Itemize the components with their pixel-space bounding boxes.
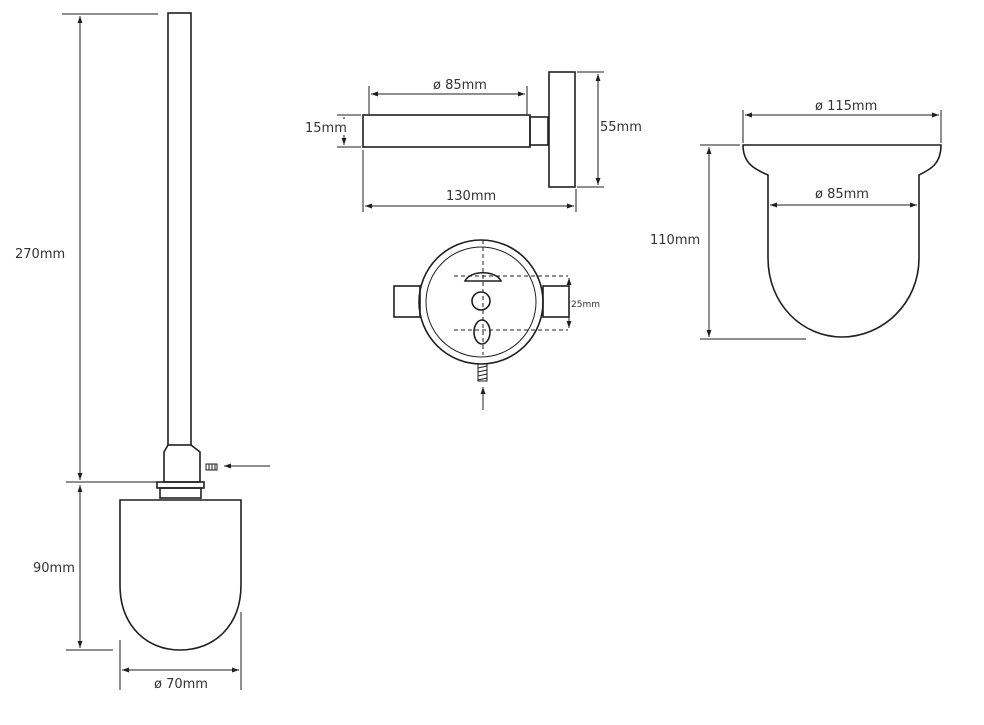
keyhole-slot-bottom [473, 319, 491, 345]
toilet-brush-view: 270mm 90mm ø 70mm [12, 12, 270, 692]
dim-label-screw-spacing: 25mm [571, 300, 600, 310]
dim-label-bracket-length: 130mm [446, 189, 496, 204]
dim-label-holder-top-diameter: ø 115mm [815, 99, 877, 114]
dim-label-cup-diameter: ø 70mm [154, 677, 208, 692]
holder-cup-view: ø 115mm ø 85mm 110mm [648, 99, 942, 340]
dim-label-cup-height: 90mm [33, 561, 75, 576]
wall-plate-front-view: 25mm [393, 239, 600, 410]
dim-label-wall-plate-height: 55mm [600, 120, 642, 135]
bracket-arm-step [529, 116, 549, 146]
plate-arm-right [542, 285, 570, 318]
plate-arm-left [393, 285, 421, 318]
dim-label-bracket-inner-diameter: ø 85mm [433, 78, 487, 93]
brush-handle [167, 12, 192, 446]
brush-collar [156, 481, 205, 489]
grub-screw [477, 363, 488, 382]
plate-inner-ring [425, 246, 537, 358]
bracket-arm [362, 114, 531, 148]
dim-label-handle-length: 270mm [15, 247, 65, 262]
dim-label-holder-inner-diameter: ø 85mm [815, 187, 869, 202]
brush-cup [119, 499, 242, 651]
dim-label-bracket-thickness: 15mm [305, 121, 347, 136]
brush-neck [163, 444, 201, 483]
plate-outer-ring [418, 239, 544, 365]
dim-label-holder-height: 110mm [650, 233, 700, 248]
bracket-side-view: ø 85mm 15mm 55mm 130mm [304, 71, 642, 212]
brush-collar-ring [159, 487, 202, 499]
wall-plate [548, 71, 576, 188]
holder-cup-outline [742, 144, 942, 338]
keyhole-slot-top [463, 271, 503, 282]
center-hole [471, 291, 491, 311]
